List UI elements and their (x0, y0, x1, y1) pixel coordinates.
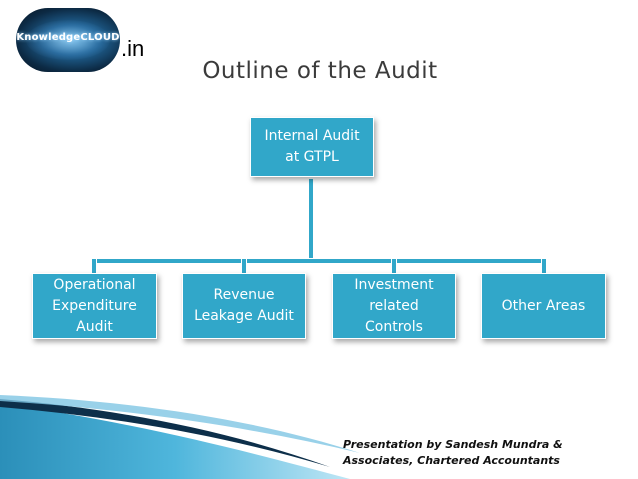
root-node-label: Internal Audit at GTPL (264, 128, 360, 165)
root-node: Internal Audit at GTPL (250, 117, 374, 177)
child-node-label: Other Areas (501, 297, 586, 314)
connector-horizontal-bar (92, 258, 547, 264)
presenter-credit-line-1: Presentation by Sandesh Mundra & (343, 438, 563, 451)
child-node-label: Investment related Controls (354, 276, 434, 335)
connector-root-vertical (308, 178, 314, 262)
child-node-other-areas: Other Areas (481, 273, 606, 339)
knowledge-cloud-logo: KnowledgeCLOUD (16, 8, 120, 72)
slide-title: Outline of the Audit (202, 58, 438, 84)
presenter-credit: Presentation by Sandesh Mundra & Associa… (343, 437, 633, 469)
child-node-operational-expenditure: Operational Expenditure Audit (32, 273, 157, 339)
cloud-glow (26, 20, 110, 60)
connector-child-2 (241, 258, 247, 274)
child-node-investment-controls: Investment related Controls (332, 273, 456, 339)
decorative-swoosh (0, 395, 360, 479)
logo-text: KnowledgeCLOUD (16, 32, 120, 43)
child-node-label: Revenue Leakage Audit (194, 287, 294, 324)
presenter-credit-line-2: Associates, Chartered Accountants (343, 454, 560, 467)
connector-child-4 (541, 258, 547, 274)
connector-child-3 (391, 258, 397, 274)
child-node-revenue-leakage: Revenue Leakage Audit (182, 273, 306, 339)
child-node-label: Operational Expenditure Audit (52, 276, 137, 335)
connector-child-1 (91, 258, 97, 274)
logo-suffix: .in (121, 36, 145, 61)
